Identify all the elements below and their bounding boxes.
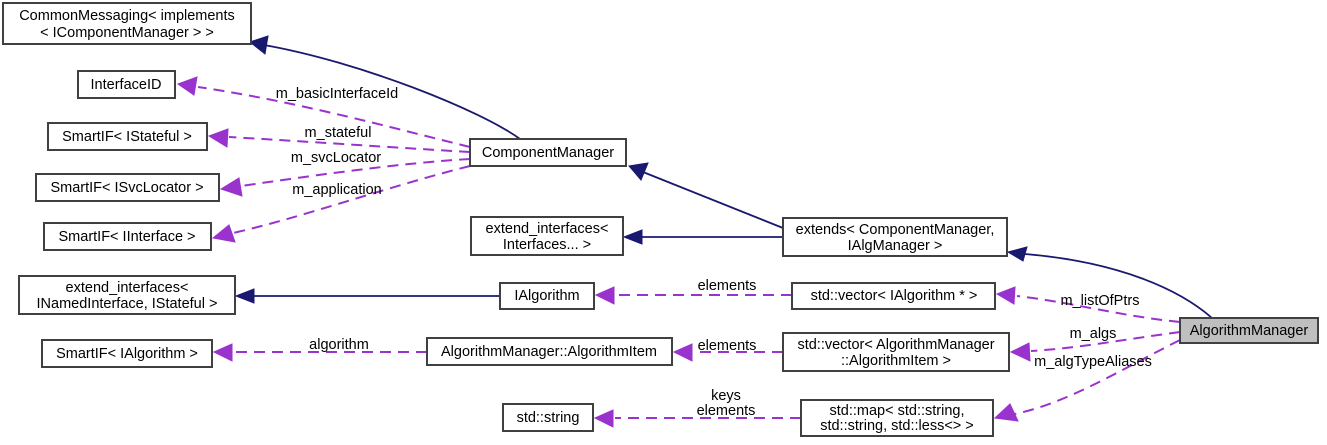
node-label-std-map-line2: std::string, std::less<> > bbox=[820, 418, 974, 434]
edge-map-keys-elements-string bbox=[593, 409, 801, 428]
node-std-map[interactable]: std::map< std::string, std::string, std:… bbox=[800, 399, 994, 437]
edge-label-m-svclocator: m_svcLocator bbox=[291, 150, 381, 166]
node-smartif-ialgorithm[interactable]: SmartIF< IAlgorithm > bbox=[41, 339, 213, 368]
node-box-smartif-iinterface[interactable] bbox=[43, 222, 212, 251]
node-label-vector-algorithmitem-line2: ::AlgorithmItem > bbox=[841, 353, 951, 369]
node-label-extends-line2: IAlgManager > bbox=[848, 238, 943, 254]
node-box-commonmessaging[interactable] bbox=[2, 2, 252, 45]
class-nodes: CommonMessaging< implements < IComponent… bbox=[2, 2, 1319, 437]
node-box-extend-interfaces-variadic[interactable] bbox=[470, 216, 624, 256]
edge-componentmanager-inherits-commonmessaging bbox=[248, 35, 521, 140]
edge-componentmanager-uses-smartif-istateful bbox=[207, 128, 471, 153]
edge-algorithmmanager-uses-vector-ialgorithm bbox=[995, 286, 1181, 323]
edge-extends-inherits-extendinterfaces bbox=[622, 229, 783, 245]
node-interfaceid[interactable]: InterfaceID bbox=[77, 70, 176, 99]
edge-vector-algorithmitem-elements bbox=[672, 343, 783, 362]
node-label-smartif-istateful: SmartIF< IStateful > bbox=[62, 129, 192, 145]
edge-ialgorithm-inherits-extendinterfaces-named bbox=[234, 288, 500, 304]
node-box-algorithmmanager[interactable] bbox=[1179, 317, 1319, 344]
node-componentmanager[interactable]: ComponentManager bbox=[469, 138, 627, 167]
node-label-smartif-isvclocator: SmartIF< ISvcLocator > bbox=[50, 180, 203, 196]
node-extend-interfaces-variadic[interactable]: extend_interfaces< Interfaces... > bbox=[470, 216, 624, 256]
edge-label-m-listofptrs: m_listOfPtrs bbox=[1061, 293, 1140, 309]
node-box-vector-ialgorithm-ptr[interactable] bbox=[791, 282, 996, 310]
node-label-extend-interfaces-named-line2: INamedInterface, IStateful > bbox=[37, 296, 218, 312]
node-label-std-string: std::string bbox=[517, 410, 580, 426]
node-box-std-map[interactable] bbox=[800, 399, 994, 437]
edge-label-keys: keys bbox=[711, 388, 741, 404]
node-std-string[interactable]: std::string bbox=[502, 403, 594, 432]
edge-componentmanager-uses-interfaceid bbox=[176, 76, 471, 148]
node-label-algorithmmanager: AlgorithmManager bbox=[1190, 323, 1309, 339]
node-smartif-istateful[interactable]: SmartIF< IStateful > bbox=[47, 122, 208, 151]
edge-label-elements-map: elements bbox=[697, 403, 756, 419]
node-label-std-map-line1: std::map< std::string, bbox=[830, 403, 965, 419]
node-box-extends-componentmanager-ialgmanager[interactable] bbox=[782, 217, 1008, 257]
edge-label-m-stateful: m_stateful bbox=[305, 125, 372, 141]
node-extends-componentmanager-ialgmanager[interactable]: extends< ComponentManager, IAlgManager > bbox=[782, 217, 1008, 257]
node-box-ialgorithm[interactable] bbox=[499, 282, 595, 310]
node-smartif-isvclocator[interactable]: SmartIF< ISvcLocator > bbox=[35, 173, 220, 202]
node-box-componentmanager[interactable] bbox=[469, 138, 627, 167]
edge-algorithmmanager-uses-vector-algorithmitem bbox=[1009, 331, 1181, 362]
edge-label-m-basicinterfaceid: m_basicInterfaceId bbox=[276, 86, 399, 102]
node-box-vector-algorithmitem[interactable] bbox=[782, 332, 1010, 372]
edge-label-m-algtypealiases: m_algTypeAliases bbox=[1034, 354, 1152, 370]
edge-componentmanager-uses-smartif-isvclocator bbox=[219, 158, 471, 197]
node-box-smartif-ialgorithm[interactable] bbox=[41, 339, 213, 368]
node-box-interfaceid[interactable] bbox=[77, 70, 176, 99]
node-smartif-iinterface[interactable]: SmartIF< IInterface > bbox=[43, 222, 212, 251]
node-algorithmitem[interactable]: AlgorithmManager::AlgorithmItem bbox=[426, 337, 673, 366]
edge-vector-ialgorithm-elements bbox=[594, 286, 792, 305]
node-label-commonmessaging-line1: CommonMessaging< implements bbox=[19, 8, 235, 24]
node-box-smartif-isvclocator[interactable] bbox=[35, 173, 220, 202]
node-label-algorithmitem: AlgorithmManager::AlgorithmItem bbox=[441, 344, 657, 360]
edge-label-algorithm: algorithm bbox=[309, 337, 369, 353]
node-label-smartif-iinterface: SmartIF< IInterface > bbox=[59, 229, 196, 245]
edge-componentmanager-uses-smartif-iinterface bbox=[211, 165, 471, 243]
edge-label-m-algs: m_algs bbox=[1070, 326, 1117, 342]
node-label-ialgorithm: IAlgorithm bbox=[514, 288, 579, 304]
node-vector-ialgorithm-ptr[interactable]: std::vector< IAlgorithm * > bbox=[791, 282, 996, 310]
inheritance-edges bbox=[234, 35, 1213, 319]
node-extend-interfaces-named[interactable]: extend_interfaces< INamedInterface, ISta… bbox=[18, 275, 236, 315]
edge-extends-inherits-componentmanager bbox=[628, 162, 784, 229]
node-box-algorithmitem[interactable] bbox=[426, 337, 673, 366]
node-vector-algorithmitem[interactable]: std::vector< AlgorithmManager ::Algorith… bbox=[782, 332, 1010, 372]
node-label-componentmanager: ComponentManager bbox=[482, 145, 614, 161]
node-label-vector-algorithmitem-line1: std::vector< AlgorithmManager bbox=[797, 337, 994, 353]
node-ialgorithm[interactable]: IAlgorithm bbox=[499, 282, 595, 310]
edge-label-elements-ialgorithm: elements bbox=[698, 278, 757, 294]
edge-algorithmmanager-uses-map bbox=[993, 339, 1181, 422]
node-box-smartif-istateful[interactable] bbox=[47, 122, 208, 151]
edge-label-m-application: m_application bbox=[292, 182, 381, 198]
node-label-smartif-ialgorithm: SmartIF< IAlgorithm > bbox=[56, 346, 198, 362]
edge-algorithmitem-uses-smartif-ialgorithm bbox=[212, 343, 427, 362]
node-label-extend-interfaces-variadic-line1: extend_interfaces< bbox=[486, 221, 609, 237]
node-commonmessaging[interactable]: CommonMessaging< implements < IComponent… bbox=[2, 2, 252, 45]
node-label-extend-interfaces-named-line1: extend_interfaces< bbox=[66, 280, 189, 296]
node-box-extend-interfaces-named[interactable] bbox=[18, 275, 236, 315]
usage-edges bbox=[176, 76, 1181, 428]
node-label-interfaceid: InterfaceID bbox=[91, 77, 162, 93]
edge-labels: m_basicInterfaceId m_stateful m_svcLocat… bbox=[276, 86, 1152, 419]
node-label-vector-ialgorithm-ptr: std::vector< IAlgorithm * > bbox=[811, 288, 978, 304]
node-label-extend-interfaces-variadic-line2: Interfaces... > bbox=[503, 237, 591, 253]
node-label-extends-line1: extends< ComponentManager, bbox=[796, 222, 995, 238]
edge-algorithmmanager-inherits-extends bbox=[1006, 246, 1213, 319]
node-box-std-string[interactable] bbox=[502, 403, 594, 432]
node-label-commonmessaging-line2: < IComponentManager > > bbox=[40, 25, 214, 41]
edge-label-elements-algorithmitem: elements bbox=[698, 338, 757, 354]
node-algorithmmanager[interactable]: AlgorithmManager bbox=[1179, 317, 1319, 344]
